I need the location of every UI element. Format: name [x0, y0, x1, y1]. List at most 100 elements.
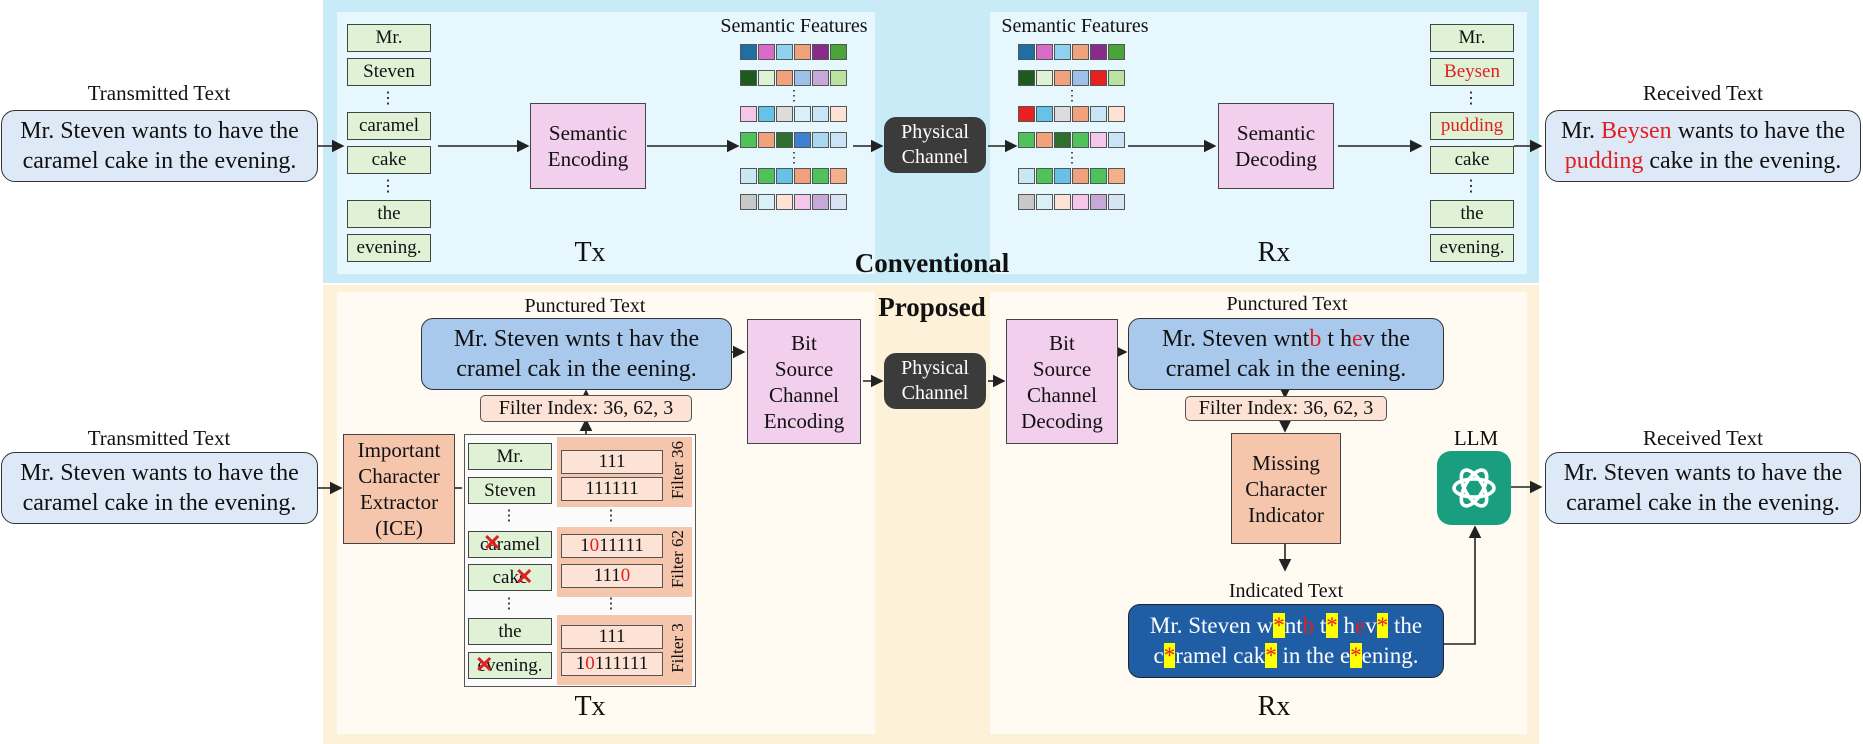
missing-char-marker: * [1376, 613, 1389, 638]
feature-vector-row [1018, 132, 1125, 148]
conv-tx-ellipsis: ⋮ [380, 178, 396, 195]
conv-received-text-box: Mr. Beysen wants to have the pudding cak… [1545, 110, 1861, 182]
feature-cell [776, 132, 793, 148]
feature-cell [776, 168, 793, 184]
llm-label: LLM [1453, 425, 1499, 450]
feature-cell [1036, 70, 1053, 86]
indicated-text-caption: Indicated Text [1228, 579, 1344, 602]
feature-cell [812, 70, 829, 86]
bit-mask: 111111 [561, 477, 663, 501]
indicated-segment: Mr. Steven w [1149, 613, 1274, 638]
prop-received-text-box: Mr. Steven wants to have the caramel cak… [1545, 452, 1861, 524]
punctured-caption-rx: Punctured Text [1226, 292, 1348, 315]
conv-transmitted-text-box: Mr. Steven wants to have the caramel cak… [1, 110, 318, 182]
punctured-rx-segment: Mr. Steven wnt [1162, 326, 1310, 352]
indicated-line-1: Mr. Steven w*ntb t* hev* the [1150, 611, 1422, 641]
bsc-decoding-line-4: Decoding [1021, 408, 1103, 433]
missing-char-marker: * [1350, 643, 1362, 668]
punctured-rx-error-char: e [1352, 326, 1363, 352]
filter-index-rx: Filter Index: 36, 62, 3 [1185, 396, 1387, 421]
conv-transmitted-line-2: caramel cake in the evening. [22, 148, 297, 174]
bit-zero: 0 [585, 653, 595, 674]
feature-cell [1072, 106, 1089, 122]
filter-word-punctured: evening. ✕ [468, 652, 552, 679]
feature-cell [1018, 70, 1035, 86]
feature-vector-row [1018, 168, 1125, 184]
filter-word-punctured: cake ✕ [468, 564, 552, 591]
bit-segment: 1 [575, 653, 586, 674]
feature-vector-row [740, 168, 847, 184]
bit-source-channel-encoding-block: Bit Source Channel Encoding [747, 319, 861, 444]
conv-received-caption: Received Text [1642, 80, 1763, 105]
feature-cell [1036, 44, 1053, 60]
indicated-segment: nt [1284, 613, 1303, 638]
feature-ellipsis: ⋮ [1065, 88, 1079, 104]
indicated-segment: in the e [1276, 643, 1351, 668]
feature-cell [1036, 132, 1053, 148]
feature-cell [794, 194, 811, 210]
feature-cell [830, 106, 847, 122]
conv-rx-label: Rx [1257, 237, 1291, 268]
conv-received-line-1: Mr. Beysen wants to have the [1561, 116, 1845, 146]
semantic-features-label-rx: Semantic Features [1001, 14, 1149, 37]
feature-cell [1018, 44, 1035, 60]
punctured-rx-segment: t h [1321, 326, 1352, 352]
feature-vector-row [740, 44, 847, 60]
bit-source-channel-decoding-block: Bit Source Channel Decoding [1006, 319, 1118, 444]
feature-cell [1018, 168, 1035, 184]
feature-cell [1036, 106, 1053, 122]
feature-cell [776, 70, 793, 86]
ice-line-4: (ICE) [375, 516, 423, 540]
conv-received-segment: cake in the evening. [1643, 148, 1842, 174]
bsc-decoding-line-1: Bit [1049, 330, 1075, 355]
feature-cell [1054, 70, 1071, 86]
feature-vector-row [740, 194, 847, 210]
missing-char-marker: * [1326, 613, 1338, 638]
feature-cell [740, 132, 757, 148]
prop-transmitted-text-box: Mr. Steven wants to have the caramel cak… [1, 452, 318, 524]
bit-zero: 0 [620, 565, 631, 586]
feature-cell [1072, 44, 1089, 60]
feature-cell [794, 132, 811, 148]
feature-vector-row [740, 132, 847, 148]
feature-cell [1018, 106, 1035, 122]
feature-vector-row [740, 106, 847, 122]
prop-transmitted-caption: Transmitted Text [87, 425, 231, 450]
feature-cell [1108, 168, 1125, 184]
filter-word: Mr. [468, 443, 552, 470]
physical-channel-line-2: Channel [901, 382, 969, 404]
bsc-encoding-line-2: Source [774, 356, 834, 381]
feature-cell [1018, 194, 1035, 210]
conv-tx-ellipsis: ⋮ [380, 90, 396, 107]
prop-received-line-2: caramel cake in the evening. [1566, 490, 1840, 516]
semantic-decoding-line-2: Decoding [1235, 147, 1317, 171]
feature-cell [1054, 132, 1071, 148]
indicated-segment: v [1365, 613, 1377, 638]
feature-cell [758, 106, 775, 122]
feature-cell [758, 194, 775, 210]
feature-cell [758, 168, 775, 184]
bsc-encoding-line-4: Encoding [763, 408, 845, 433]
indicated-line-2: c*ramel cak* in the e*ening. [1153, 641, 1419, 671]
feature-cell [1036, 168, 1053, 184]
conv-tx-label: Tx [574, 237, 606, 268]
cross-mark-icon: ✕ [475, 652, 494, 677]
filter-index-tx: Filter Index: 36, 62, 3 [480, 395, 692, 422]
feature-cell [1108, 194, 1125, 210]
llm-logo-icon [1437, 451, 1511, 525]
conv-tx-word: caramel [347, 112, 431, 140]
feature-cell [1054, 194, 1071, 210]
feature-cell [1072, 194, 1089, 210]
feature-cell [776, 194, 793, 210]
punctured-rx-line-2: cramel cak in the eening. [1165, 356, 1407, 382]
punctured-rx-segment: v the [1362, 326, 1410, 352]
conv-rx-ellipsis: ⋮ [1463, 178, 1479, 195]
punctured-text-rx-box: Mr. Steven wntb t hev the cramel cak in … [1128, 318, 1444, 390]
bsc-encoding-line-1: Bit [791, 330, 817, 355]
llm-knot-icon [1452, 468, 1496, 508]
punctured-tx-line-2: cramel cak in the eening. [456, 356, 697, 382]
filter-ellipsis: ⋮ [501, 507, 517, 524]
